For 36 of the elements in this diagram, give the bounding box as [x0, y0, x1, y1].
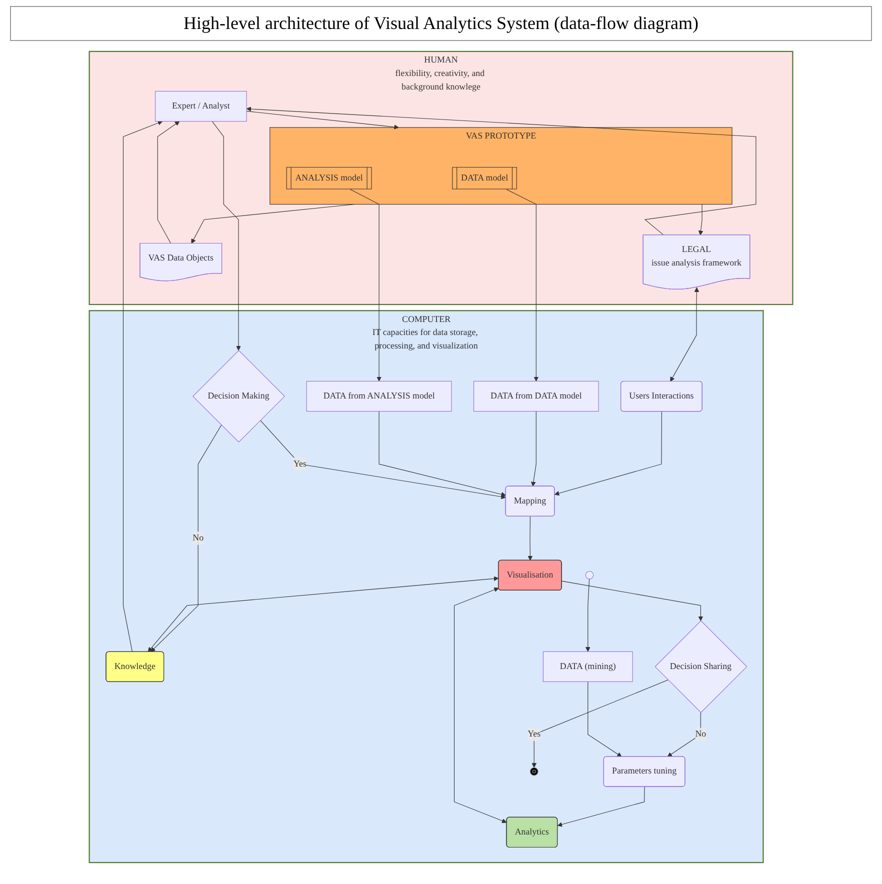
arrow: [588, 681, 622, 757]
diagram-title: High-level architecture of Visual Analytics System (data-flow diagram): [10, 6, 872, 41]
edge-label: No: [192, 533, 204, 543]
arrow: [670, 287, 700, 382]
edge-label: Yes: [293, 459, 306, 469]
arrow: [148, 576, 499, 652]
arrow: [212, 121, 241, 351]
arrow: [562, 580, 704, 622]
arrow: [557, 786, 645, 827]
node-box: Expert / Analyst: [154, 90, 247, 122]
node-diamond: Decision Making: [192, 350, 286, 442]
arrow: [667, 712, 701, 757]
arrow: [454, 587, 507, 824]
edge-label: Yes: [528, 729, 541, 739]
node-diamond: Decision Sharing: [654, 620, 748, 713]
node-box: DATA (mining): [542, 651, 633, 682]
arrow: [585, 578, 590, 652]
arrow: [191, 204, 356, 244]
arrow: [532, 680, 668, 768]
arrow: [260, 420, 506, 500]
node-box: DATA from DATA model: [474, 380, 599, 412]
arrow: [246, 106, 756, 236]
arrow: [506, 188, 539, 382]
arrow: [554, 411, 662, 496]
arrow: [150, 424, 222, 652]
arrow: [157, 121, 180, 244]
arrow: [531, 411, 536, 487]
arrow: [122, 120, 163, 652]
edge-label: No: [695, 729, 706, 739]
arrow: [698, 204, 704, 236]
arrow: [378, 411, 506, 497]
arrow: [246, 110, 399, 130]
arrow: [350, 188, 382, 382]
node-box: DATA from ANALYSIS model: [306, 380, 452, 412]
arrow: [528, 516, 533, 561]
node-circle: [585, 571, 594, 580]
